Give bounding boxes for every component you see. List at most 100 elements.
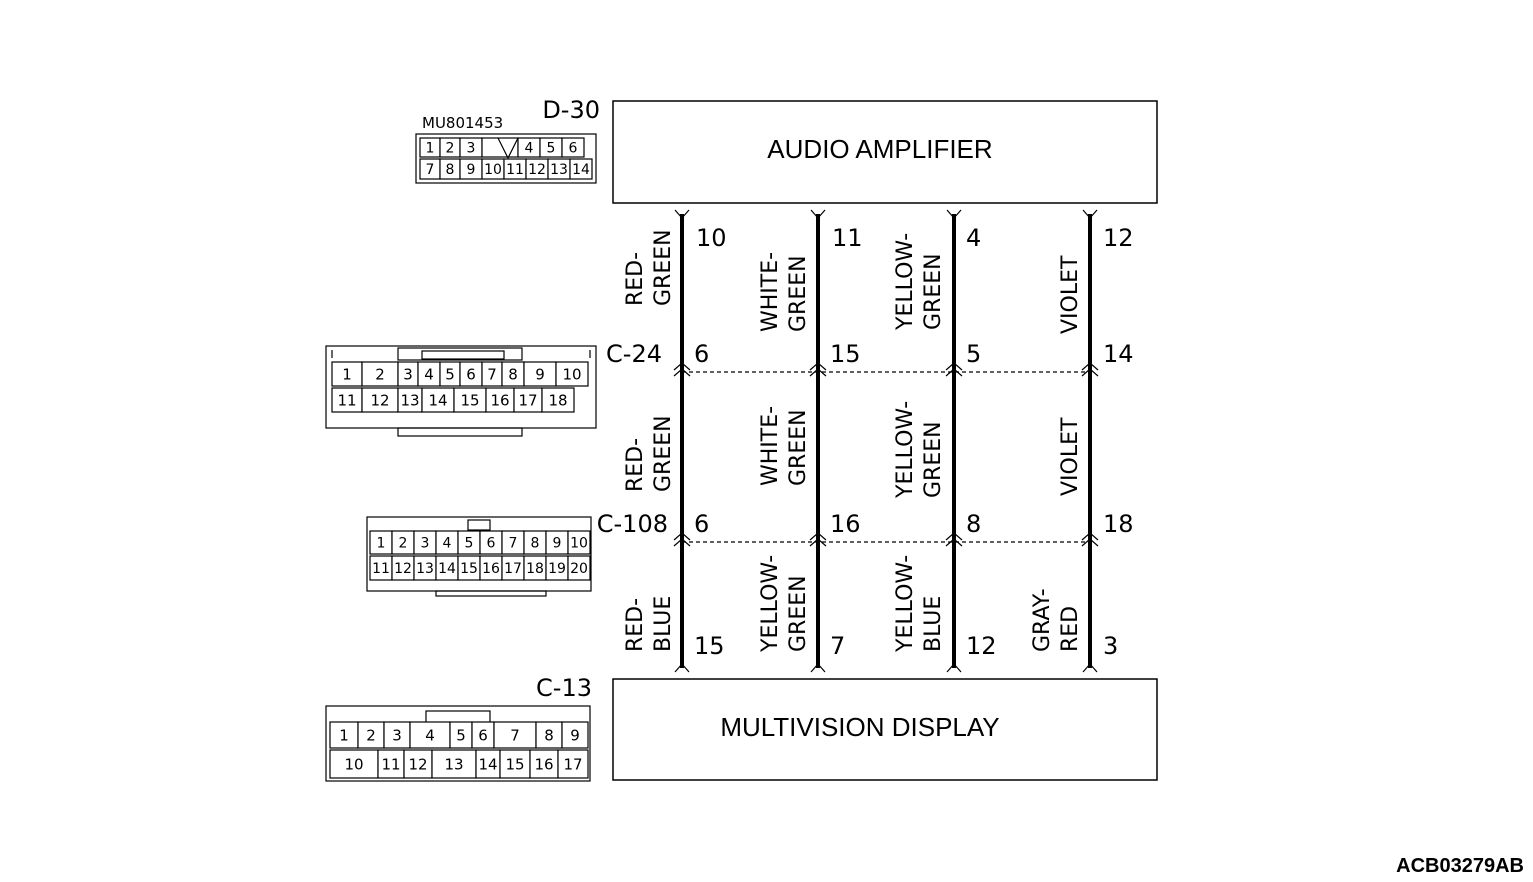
d30-top-cell-frame [561,137,585,158]
c13-bottom-cell-10: 10 [329,749,379,779]
d30-bottom-cell-frame [569,158,593,180]
c13-bottom-cell-15: 15 [499,749,531,779]
c13-bottom-cell-12: 12 [403,749,433,779]
c108-top-cell-7: 7 [501,530,525,555]
c108-bottom-cell-12: 12 [391,555,415,581]
c108-bottom-cell-16: 16 [479,555,503,581]
c13-top-cell-frame [409,721,451,749]
c24-bottom-cell-17: 17 [513,387,543,413]
c13-top-cell-label: 7 [510,726,520,744]
c24-top-cell-label: 8 [508,365,518,383]
c108-top-cell-label: 5 [465,536,474,552]
c13-bottom-cell-frame [403,749,433,779]
c24-top-cell-4: 4 [417,361,441,387]
c13-top-cell-frame [329,721,359,749]
d30-top-cell-label: 6 [569,141,578,157]
c108-bottom-cell-label: 19 [548,561,566,577]
wire-1-seg-1-line-1: RED- [623,252,648,306]
c13-top-cell-label: 2 [366,726,376,744]
c108-bottom-cell-label: 16 [482,561,500,577]
wire-1-junction-1-mark-a [673,362,691,371]
pin-top-2: 11 [832,224,863,252]
pin-c108-3: 8 [966,510,981,538]
wire-2 [809,209,827,673]
c13-bottom-cell-11: 11 [377,749,405,779]
wire-4-seg-2-line-1: VIOLET [1058,417,1083,496]
c108-bottom-cell-19: 19 [545,555,569,581]
c13-top-cell-frame [383,721,411,749]
wire-4-seg-3-line-2: RED [1058,606,1083,652]
wire-labels-group: RED- GREEN RED- GREEN RED- BLUE WHITE- G… [623,229,1083,653]
c24-bottom-cell-frame [331,387,363,413]
c24-top-cell-label: 10 [562,365,581,383]
c13-top-cell-frame [493,721,537,749]
c108-bottom-cell-15: 15 [457,555,481,581]
c108-top-cell-label: 3 [421,536,430,552]
wire-1 [673,209,691,673]
c108-top-cell-9: 9 [545,530,569,555]
c13-bottom-cell-frame [557,749,589,779]
c13-top-cell-7: 7 [493,721,537,749]
d30-bottom-cell-8: 8 [439,158,461,180]
c108-bottom-cell-label: 14 [438,561,456,577]
figure-code: ACB03279AB [1396,855,1524,877]
wire-3-seg-1-line-2: GREEN [921,253,946,330]
c108-bottom-cell-11: 11 [369,555,393,581]
c108-bottom-cell-label: 17 [504,561,522,577]
wire-2-junction-2-mark-b [809,538,827,547]
c24-top-cell-8: 8 [501,361,525,387]
c13-top-cell-label: 1 [339,726,349,744]
d30-bottom-cell-label: 10 [484,162,502,178]
c24-top-cell-label: 1 [342,365,352,383]
connector-id-d30: D-30 [542,96,600,124]
wire-3-seg-1-line-1: YELLOW- [893,233,918,331]
c24-top-cell-frame [555,361,589,387]
c24-bottom-cell-14: 14 [421,387,455,413]
wire-1-top-terminal [674,209,690,219]
wire-2-junction-1-mark-a [809,362,827,371]
wires-group [673,209,1099,673]
c108-bottom-cell-label: 15 [460,561,478,577]
c108-top-cell-label: 8 [531,536,540,552]
wire-4-top-terminal [1082,209,1098,219]
c13-bottom-cell-17: 17 [557,749,589,779]
wire-2-seg-1-line-1: WHITE- [758,252,783,332]
c24-top-cell-label: 6 [466,365,476,383]
wire-4-seg-3-line-1: GRAY- [1030,588,1055,652]
d30-top-cell-3: 3 [459,137,483,158]
c24-top-cell-frame [331,361,363,387]
c108-top-cell-5: 5 [457,530,481,555]
wire-2-seg-3-line-1: YELLOW- [758,555,783,653]
wire-2-junction-1-mark-b [809,368,827,377]
c24-bottom-cell-frame [541,387,575,413]
pin-top-3: 4 [966,224,981,252]
c24-bottom-cell-frame [397,387,423,413]
c108-top-cell-label: 4 [443,536,452,552]
c24-top-cell-6: 6 [459,361,483,387]
c108-top-cell-frame [567,530,591,555]
c13-bottom-cell-16: 16 [529,749,559,779]
c24-bottom-cell-frame [513,387,543,413]
wire-4-junction-2-mark-a [1081,532,1099,541]
c24-top-cell-10: 10 [555,361,589,387]
c24-bottom-cell-label: 16 [490,391,509,409]
wire-2-seg-2-line-1: WHITE- [758,406,783,486]
d30-bottom-cell-11: 11 [503,158,527,180]
d30-bottom-cell-label: 9 [467,162,476,178]
c108-top-cell-10: 10 [567,530,591,555]
c108-bottom-cell-13: 13 [413,555,437,581]
pin-c24-3: 5 [966,340,981,368]
multivision-display-label: MULTIVISION DISPLAY [720,712,999,742]
c13-bottom-cell-label: 13 [444,755,463,773]
pin-top-1: 10 [696,224,727,252]
pin-top-4: 12 [1103,224,1134,252]
wire-4 [1081,209,1099,673]
